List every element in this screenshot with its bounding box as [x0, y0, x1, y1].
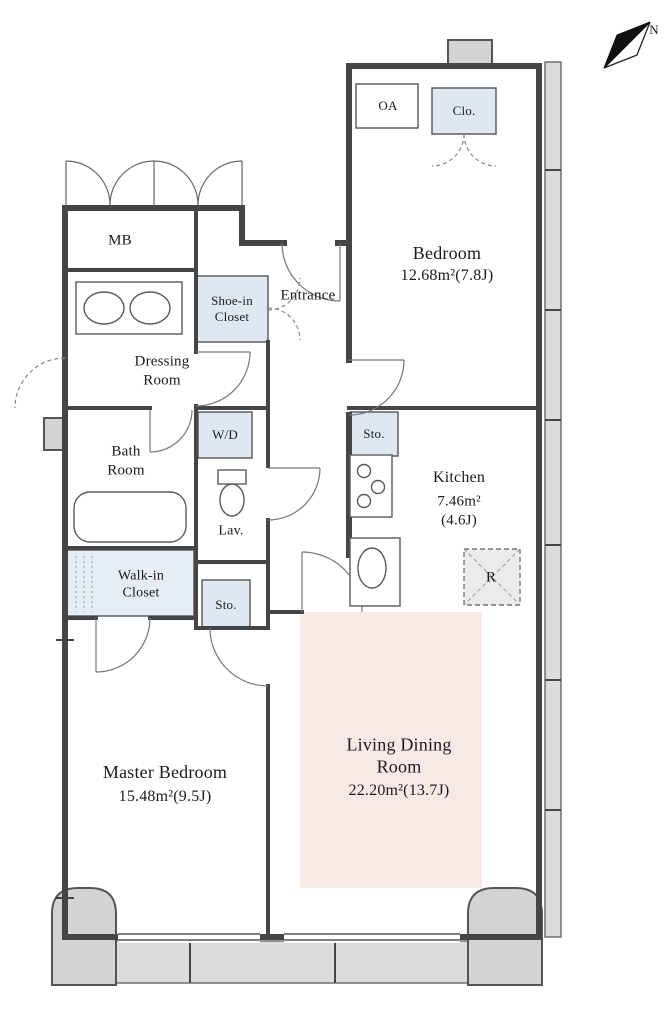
- storage-hall-label: Sto.: [215, 596, 237, 612]
- dressing-door-arc: [195, 351, 251, 407]
- balcony-ticks: [56, 169, 561, 983]
- master-door-arc: [209, 627, 269, 687]
- windows-bottom: [118, 931, 460, 943]
- lavatory-label: Lav.: [218, 523, 244, 539]
- burner-2: [370, 479, 386, 495]
- fixtures: [73, 281, 401, 607]
- oa-label: OA: [378, 97, 398, 113]
- balcony-bottom: [64, 940, 540, 984]
- bedroom-area: 12.68m²(7.8J): [400, 267, 494, 285]
- bedroom-label: Bedroom: [412, 242, 482, 263]
- storage-kitchen-label: Sto.: [363, 425, 385, 441]
- sink-bowl-right: [129, 291, 171, 325]
- pipe-space-left: [43, 417, 65, 451]
- living-dining-area: 22.20m²(13.7J): [348, 782, 450, 800]
- master-bedroom-label: Master Bedroom: [102, 761, 228, 782]
- master-bedroom-area: 15.48m²(9.5J): [118, 788, 212, 806]
- interior-walls: [63, 206, 541, 939]
- shoe-closet-door-arc-bottom: [267, 307, 301, 341]
- closet-door-arc-right: [463, 133, 497, 167]
- meterbox-doors: [65, 160, 243, 206]
- closet-boxes: [66, 83, 497, 629]
- shoe-in-closet-label: Shoe-in Closet: [211, 292, 253, 324]
- bath-room-label: Bath Room: [107, 443, 145, 478]
- living-dining-label: Living Dining Room: [346, 734, 452, 777]
- toilet-bowl: [219, 483, 245, 517]
- walk-in-closet-floor: [66, 549, 195, 617]
- sink-bowl-left: [83, 291, 125, 325]
- kitchen-sink-bowl: [357, 547, 387, 589]
- storage-kitchen-box: [349, 411, 399, 457]
- closet-box: [431, 87, 497, 135]
- refrigerator-space: [463, 548, 521, 606]
- entrance-label: Entrance: [280, 287, 336, 304]
- toilet-tank: [217, 469, 247, 485]
- burner-1: [356, 463, 372, 479]
- meter-box-label: MB: [108, 232, 132, 249]
- shoe-closet-door-arc-top: [267, 277, 301, 311]
- bathtub: [73, 491, 187, 543]
- dressing-room-label: Dressing Room: [134, 353, 190, 388]
- duct-top-right: [447, 39, 493, 65]
- kitchen-label: Kitchen: [432, 469, 486, 487]
- kitchen-area: 7.46m² (4.6J): [437, 493, 481, 528]
- bedroom-door-arc: [348, 359, 405, 416]
- bath-door-arc: [149, 409, 193, 453]
- storage-hall-box: [201, 579, 251, 629]
- walk-in-closet-label: Walk-in Closet: [117, 568, 165, 601]
- balcony-right: [544, 61, 562, 938]
- lavatory-door-arc: [267, 467, 321, 521]
- north-arrow-icon: [603, 21, 651, 69]
- burner-3: [356, 493, 372, 509]
- refrigerator-label: R: [485, 569, 497, 586]
- outside-door-arc-left: [14, 357, 66, 409]
- oa-box: [355, 83, 419, 129]
- compass-label: N: [649, 21, 659, 37]
- washer-dryer-label: W/D: [212, 426, 238, 442]
- living-dining-floor: [300, 612, 482, 888]
- shoe-in-closet-box: [195, 275, 269, 343]
- door-swings: [95, 242, 405, 687]
- walk-in-closet-hatch: [75, 556, 93, 612]
- dashed-door-arcs: [14, 133, 497, 409]
- closet-door-arc-left: [431, 133, 465, 167]
- closet-label: Clo.: [452, 102, 476, 118]
- walkin-closet-door-arc: [95, 617, 151, 673]
